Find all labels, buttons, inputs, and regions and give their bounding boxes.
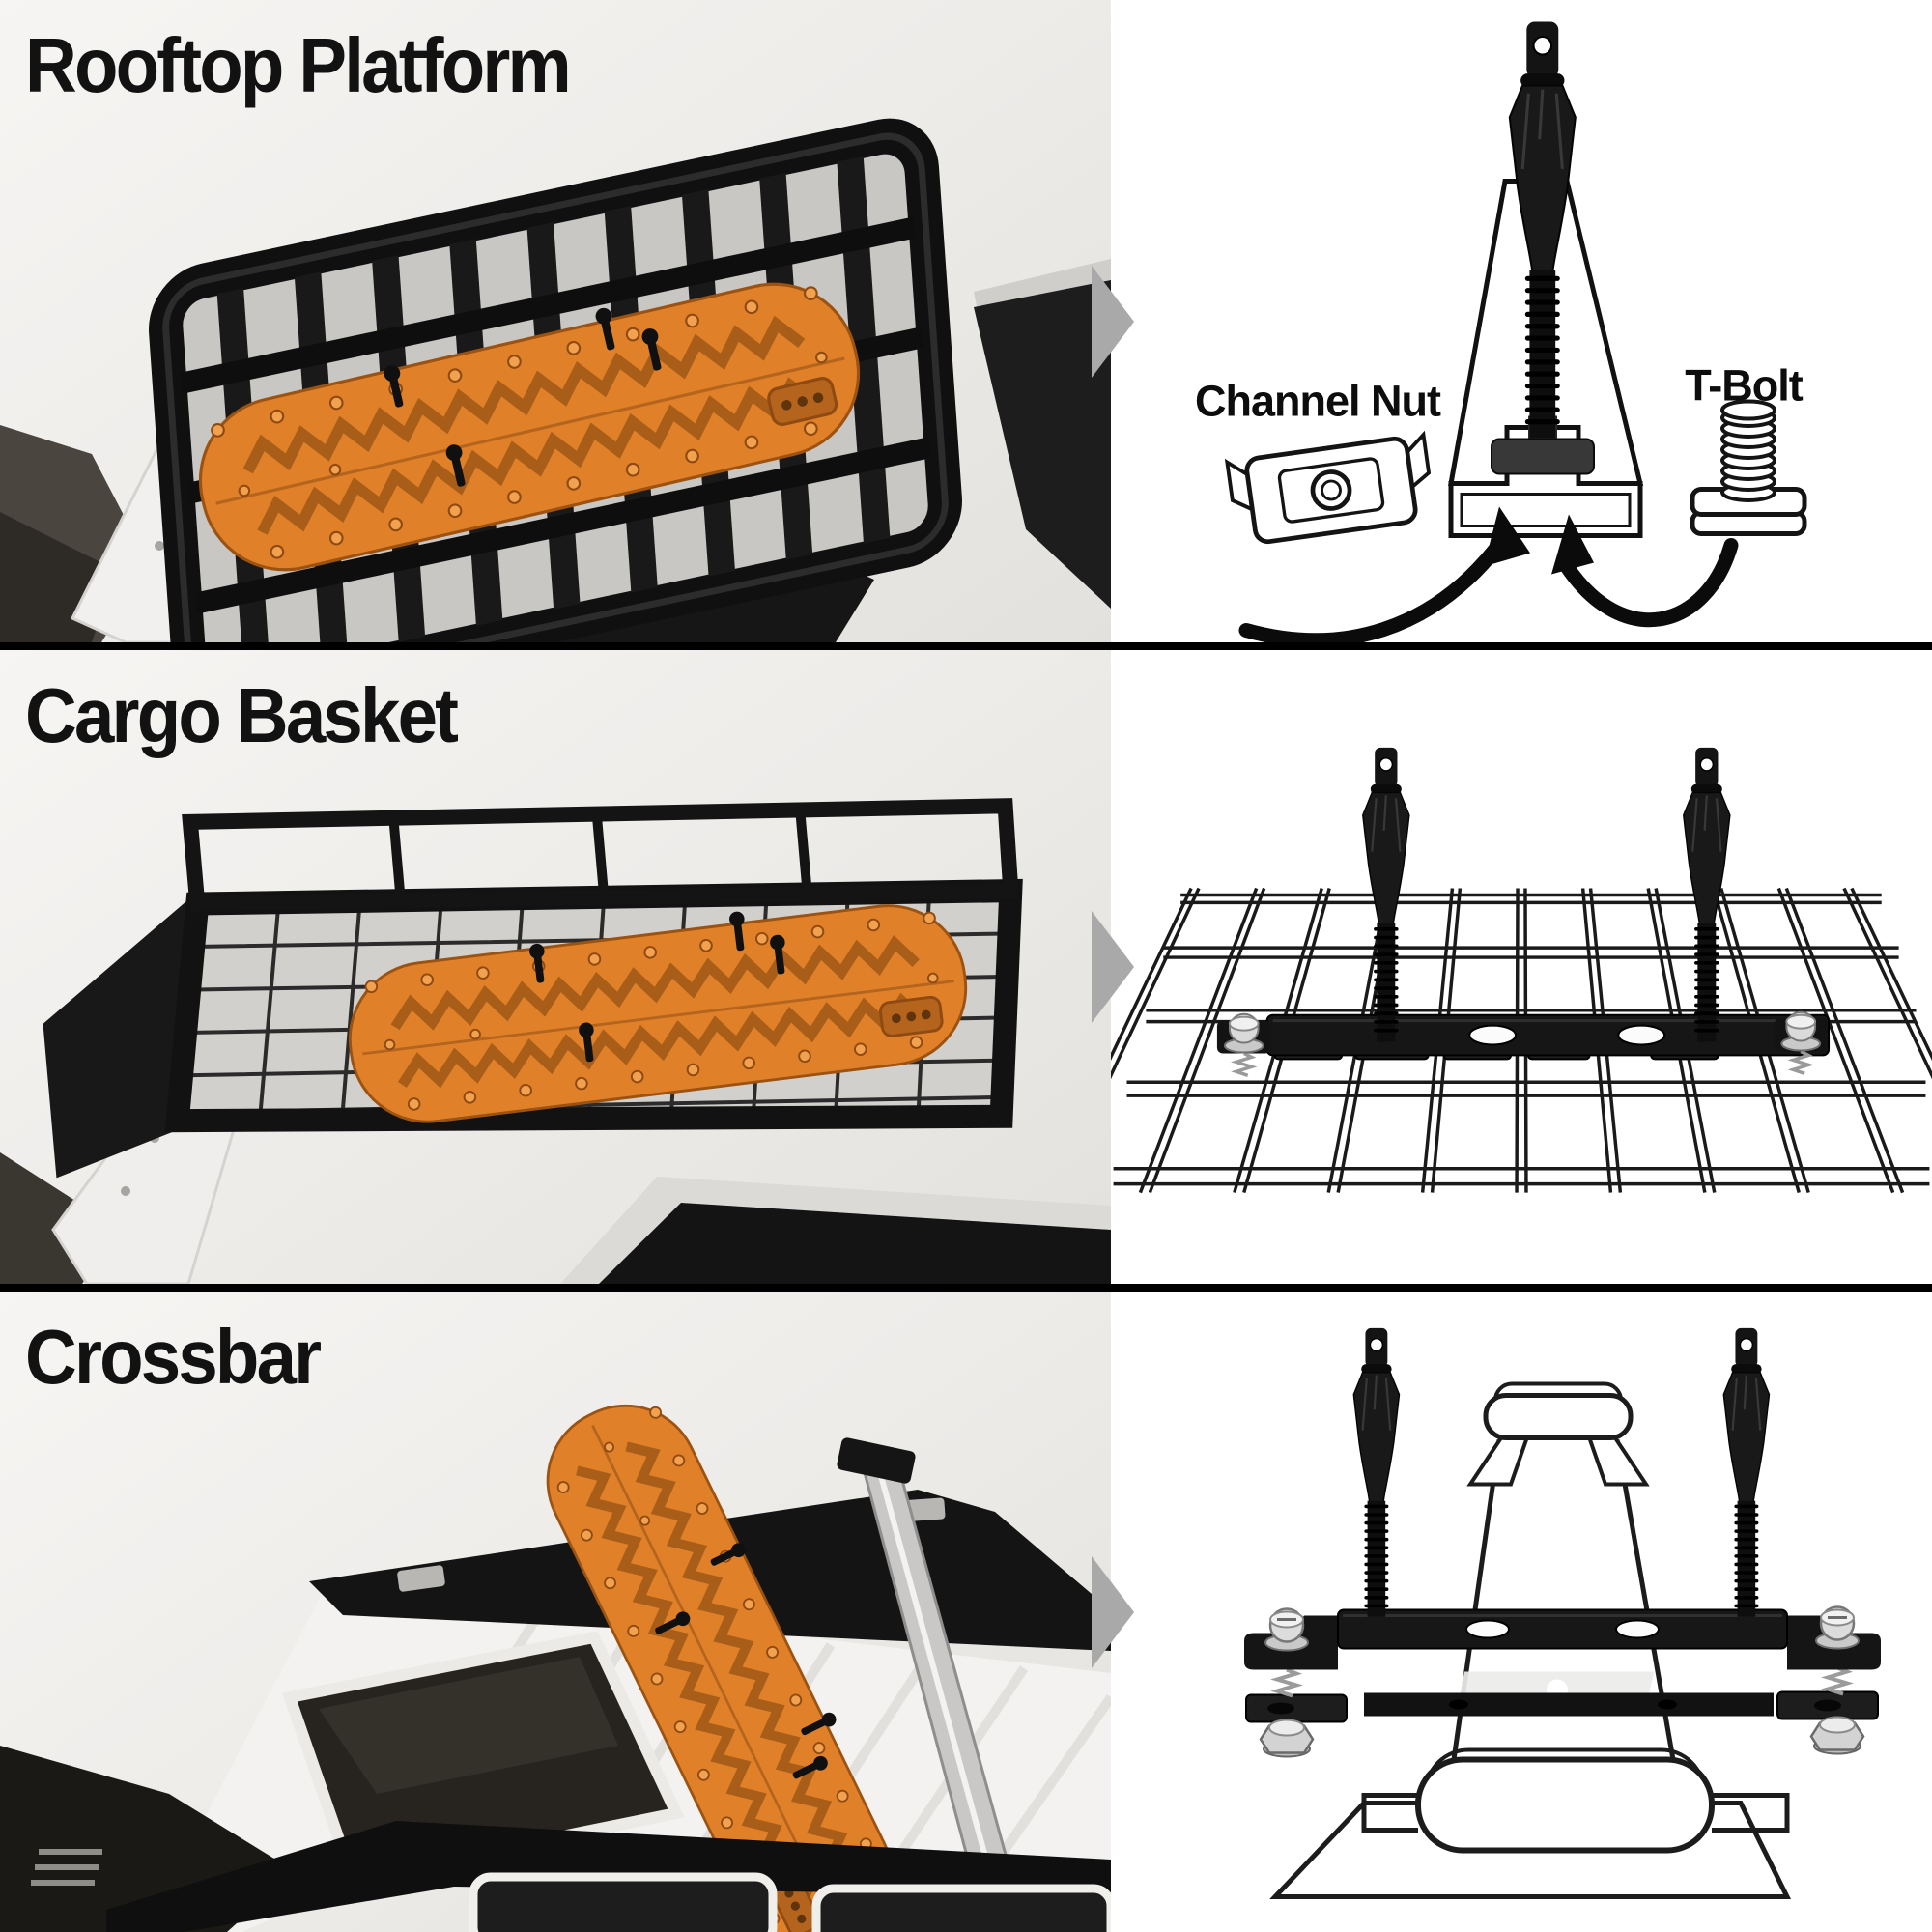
section-title: Crossbar [25, 1314, 322, 1400]
next-step-arrow-icon [1092, 911, 1134, 1023]
side-windows [469, 1872, 1111, 1932]
clamp-bolt [1780, 1010, 1822, 1075]
truck-bed-side [974, 280, 1111, 609]
towers-on-crossbar-diagram [1244, 1326, 1881, 1899]
mounting-tower [1351, 1326, 1402, 1619]
lower-plate [1364, 1692, 1774, 1717]
section-title: Rooftop Platform [25, 22, 572, 108]
next-step-arrow-icon [1092, 1555, 1134, 1668]
clamp-bolt [1264, 1607, 1309, 1652]
cargo-basket-render [0, 798, 1111, 1284]
next-step-arrow-icon [1092, 265, 1134, 378]
diagram-rooftop-platform: Channel Nut T-Bolt [1111, 0, 1932, 642]
mount-bracket [1337, 1608, 1788, 1650]
arrow-head-icon [1484, 506, 1530, 567]
diagram-cargo-basket [1111, 650, 1932, 1284]
vehicle-windows [599, 1203, 1111, 1284]
channel-mount-diagram: Channel Nut T-Bolt [1195, 0, 1807, 642]
hex-nut [1259, 1719, 1315, 1758]
section-title: Cargo Basket [25, 672, 459, 758]
towers-on-mesh-diagram [1111, 746, 1932, 1194]
photo-cargo-basket: Cargo Basket [0, 650, 1111, 1284]
t-bolt-art [1690, 399, 1807, 536]
insert-arrows [1238, 538, 1739, 642]
photo-crossbar: Crossbar [0, 1292, 1111, 1932]
diagram-crossbar [1111, 1292, 1932, 1932]
crossbar-render [0, 1292, 1111, 1932]
section-divider [0, 1284, 1932, 1292]
section-cargo-basket: Cargo Basket [0, 650, 1932, 1284]
crossbar-outline [1269, 1381, 1792, 1899]
arrow-head-icon [1551, 514, 1594, 575]
channel-nut-label: Channel Nut [1195, 377, 1441, 426]
basket-rail [182, 798, 1019, 912]
clamp-bolt [1223, 1012, 1264, 1077]
hex-nut [1809, 1716, 1865, 1755]
mounting-tower [1721, 1326, 1772, 1619]
t-foot-flange [1491, 438, 1595, 475]
basket-side-wall [43, 894, 195, 1179]
section-crossbar: Crossbar [0, 1292, 1932, 1932]
clamp-bolt [1815, 1605, 1860, 1650]
section-divider [0, 642, 1932, 650]
rooftop-platform-render [0, 118, 1111, 642]
bolt-threads [1270, 1665, 1854, 1698]
channel-nut-art [1224, 430, 1432, 545]
photo-rooftop-platform: Rooftop Platform [0, 0, 1111, 642]
cargo-basket [43, 798, 1023, 1179]
section-rooftop-platform: Rooftop Platform [0, 0, 1932, 642]
